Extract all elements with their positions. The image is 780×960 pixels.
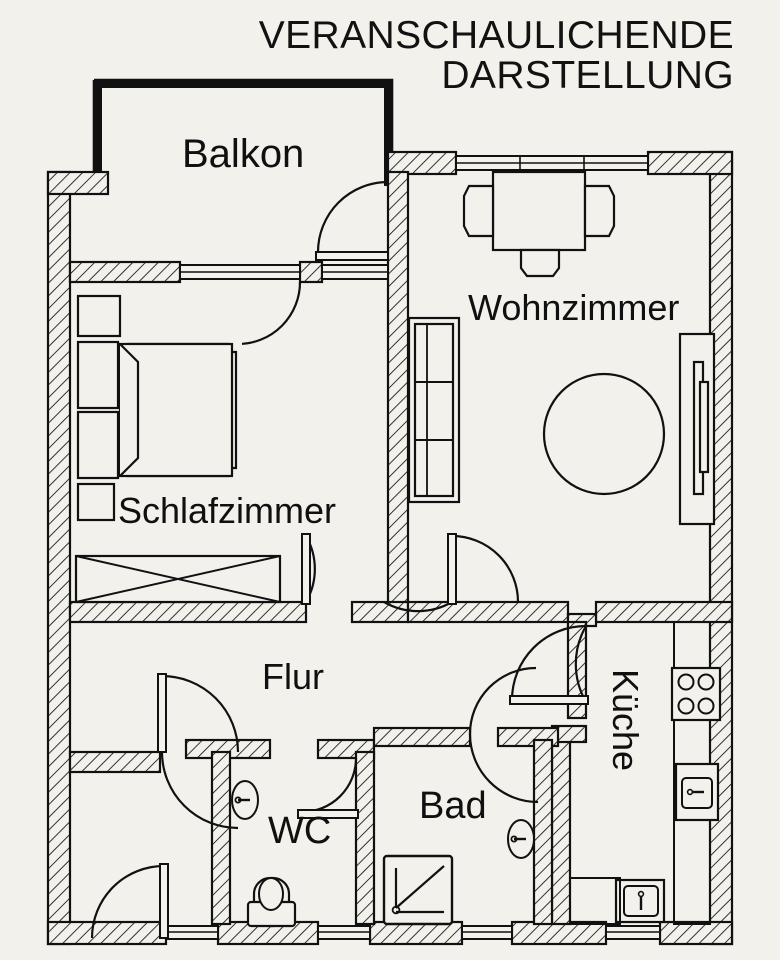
door-kitchen [509,624,589,705]
window-bottom-3 [461,925,513,940]
room-label-wohnzimmer: Wohnzimmer [468,287,680,328]
door-bedroom-balcony [234,280,302,346]
wall-exterior-top-left-of-window [386,150,458,176]
walls [46,150,734,946]
wall-hall-wc-top-left [68,750,162,774]
door-flur-entrance [157,673,240,830]
shower-tray-bad [382,854,454,926]
round-table-living [542,372,666,496]
window-bedroom-balcony-door [179,264,301,280]
room-label-bad: Bad [419,785,487,827]
windows [165,155,661,940]
wardrobe-bedroom [74,554,282,604]
chair-left [462,184,495,238]
wall-exterior-left [46,170,72,946]
window-living-balcony-door [321,264,389,280]
bedside-box [76,482,116,522]
nightstand-lower [76,410,120,480]
wall-exterior-bottom-1 [46,920,168,946]
wall-exterior-bottom-5 [658,920,734,946]
door-living-flur [383,533,520,613]
wall-living-kitchen [594,600,734,624]
sofa-living [407,316,461,504]
door-wc [297,757,359,819]
chair-bottom [519,248,561,278]
window-bottom-2 [317,925,371,940]
wall-bedroom-top-right-stub [298,260,324,284]
furniture-wc [230,779,297,928]
room-label-flur: Flur [262,656,324,697]
furniture-kitchen [569,621,722,925]
furniture-living [407,170,716,526]
wall-exterior-bottom-4 [510,920,608,946]
wall-exterior-top-right-of-window [646,150,734,176]
furniture-bedroom [74,294,282,604]
wall-wc-left [210,750,232,926]
kitchen-counter-lower [569,877,621,925]
dining-table [491,170,587,252]
window-bottom-1 [165,925,219,940]
balcony-outline [92,78,394,186]
wall-bedroom-flur-right [350,600,410,624]
wall-kitchen-left-lower [550,738,572,926]
nightstand-upper [76,340,120,410]
washbasin-bad [506,818,536,860]
wall-exterior-topleft-stub [46,170,110,196]
room-label-balkon: Balkon [182,132,305,176]
wall-living-bedroom-divider [386,170,410,622]
room-label-wc: WC [268,810,332,852]
wall-balcony-bedroom [68,260,182,284]
furniture-bad [382,818,536,926]
door-entrance [90,863,169,939]
wall-hall-bad-top [372,726,472,748]
small-cabinet-bedroom [76,294,122,338]
wall-living-hall [406,600,570,624]
chair-right [583,184,616,238]
toilet-wc [246,876,297,928]
shelf-unit-living [678,332,716,526]
wall-bedroom-flur [68,600,308,624]
door-living-balcony [315,180,389,261]
door-bedroom-flur [301,533,316,605]
washbasin-wc [230,779,260,821]
window-bottom-4 [605,925,661,940]
sink-lower-kitchen [614,878,666,924]
wall-exterior-right [708,150,734,946]
stove-four-burner [670,666,722,722]
window-living-top [455,155,649,171]
room-label-kueche: Küche [605,669,646,772]
doors [90,180,589,939]
room-label-schlafzimmer: Schlafzimmer [118,490,337,531]
wall-exterior-bottom-3 [368,920,464,946]
bed-headboard [119,343,140,477]
wall-wc-right [354,750,376,926]
sink-upper-kitchen [674,762,720,822]
wall-bad-right [532,738,554,926]
door-bad [468,666,539,804]
